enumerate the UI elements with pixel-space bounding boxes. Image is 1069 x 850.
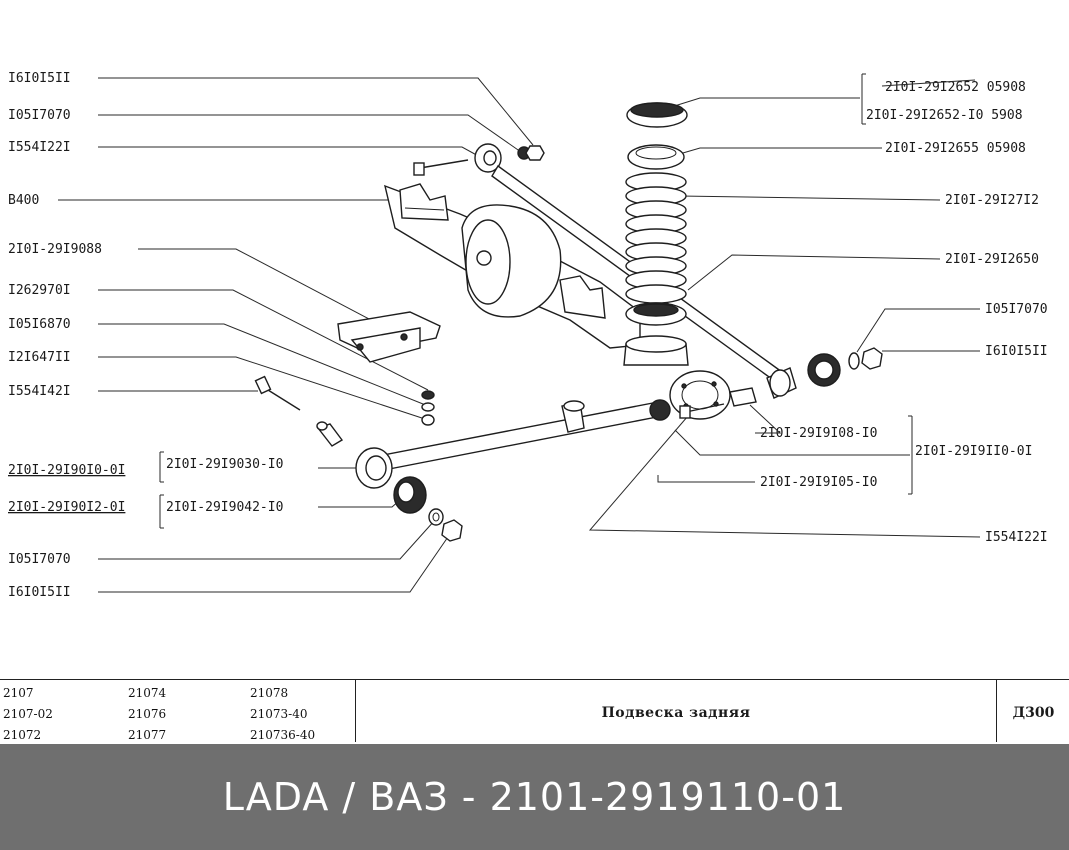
label-long-bolt: I554I42I [8,384,71,399]
label-washer-top-left: I05I7070 [8,108,71,123]
right-washer [848,352,860,370]
upper-bolt [413,159,469,176]
spring-lower-cup [625,302,687,326]
divider-models [355,680,356,742]
model-2107-02: 2107-02 [3,707,53,721]
label-axle-housing: B400 [8,193,39,208]
upper-bushing [474,143,502,173]
banner-text: LADA / ВАЗ - 2101-2919110-01 [222,775,847,819]
label-lock-washer: I2I647II [8,350,71,365]
label-bushing-a: 2I0I-29I9030-I0 [166,457,283,472]
long-bolt [254,375,301,411]
lower-washer [428,508,444,526]
label-spacer: 2I0I-29I9I08-I0 [760,426,877,441]
page-title: Подвеска задняя [601,705,751,721]
axle-housing [384,183,641,349]
spring-insulator [627,144,685,170]
right-bolt [679,403,725,419]
bracket-nut [421,390,435,426]
right-bushing [766,367,797,399]
model-21076: 21076 [128,707,167,721]
body-bracket [337,311,441,363]
model-21074: 21074 [128,686,167,700]
divider-code [996,680,997,742]
label-nut-bracket: I262970I [8,283,71,298]
part-number-banner: LADA / ВАЗ - 2101-2919110-01 [0,744,1069,850]
label-nut-bottom-left: I6I0I5II [8,585,71,600]
label-rod-assembly-a: 2I0I-29I90I0-0I [8,463,125,478]
label-bolt-top-left: I554I22I [8,140,71,155]
lower-rod [377,399,671,471]
label-nut-right: I6I0I5II [985,344,1048,359]
upper-nut [517,145,545,161]
model-21077: 21077 [128,728,167,742]
label-bolt-right: I554I22I [985,530,1048,545]
label-spring-seat-a: 2I0I-29I2652 05908 [885,80,1026,95]
lower-bushing [393,476,427,514]
label-washer-bracket: I05I6870 [8,317,71,332]
right-bushing-large [807,353,841,387]
model-210736-40: 210736-40 [250,728,316,742]
lower-rod-eye [355,447,393,489]
spring-bottom-seat [623,335,689,366]
label-washer-bottom-left: I05I7070 [8,552,71,567]
page-code: Д300 [1012,705,1055,721]
axle-flange [669,370,731,420]
rear-suspension-diagram: I6I0I5II I05I7070 I554I22I B400 2I0I-29I… [8,71,1048,600]
lower-nut [441,519,463,542]
distance-sleeve [316,421,344,447]
model-21073-40: 21073-40 [250,707,308,721]
model-21078: 21078 [250,686,289,700]
title-block: 2107 2107-02 21072 21074 21076 21077 210… [0,679,1069,745]
label-washer-right: I05I7070 [985,302,1048,317]
coil-spring [625,172,687,304]
label-bushing-b: 2I0I-29I9042-I0 [166,500,283,515]
label-rod-assembly-right: 2I0I-29I9II0-0I [915,444,1032,459]
label-coil-spring: 2I0I-29I27I2 [945,193,1039,208]
right-nut [861,347,883,370]
label-bushing-right: 2I0I-29I9I05-I0 [760,475,877,490]
spacer-sleeve [729,387,757,407]
label-rod-assembly-b: 2I0I-29I90I2-0I [8,500,125,515]
label-spring-insulator: 2I0I-29I2655 05908 [885,141,1026,156]
label-lower-cup: 2I0I-29I2650 [945,252,1039,267]
model-21072: 21072 [3,728,42,742]
spring-upper-seat [626,102,688,128]
label-nut-top-left: I6I0I5II [8,71,71,86]
label-bracket: 2I0I-29I9088 [8,242,102,257]
model-2107: 2107 [3,686,34,700]
label-spring-seat-b: 2I0I-29I2652-I0 5908 [866,108,1023,123]
